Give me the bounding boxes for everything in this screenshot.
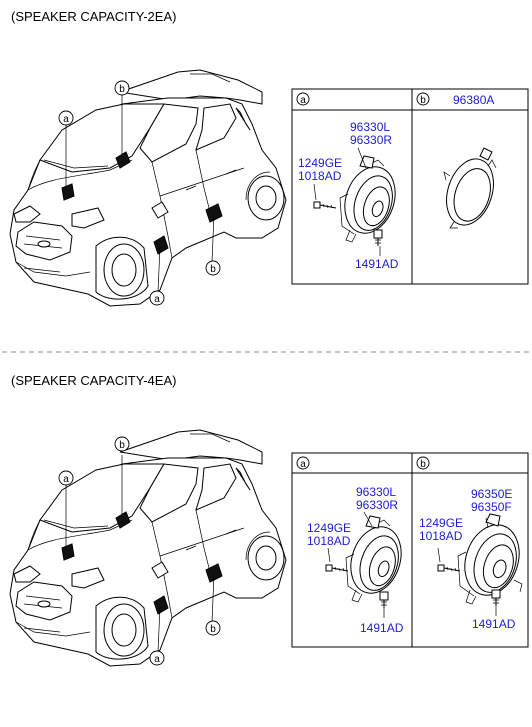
panel-a-key-4ea: a — [296, 456, 310, 470]
bolt-part-number-4ea-a: 1249GE 1018AD — [307, 521, 354, 548]
svg-text:a: a — [63, 474, 69, 485]
clip-part-number-4ea-a: 1491AD — [360, 621, 404, 635]
bolt-part-number-4ea-b: 1249GE 1018AD — [419, 516, 466, 543]
speaker-part-number-2ea: 96330L 96330R — [350, 120, 393, 147]
clip-part-4ea-a — [379, 591, 389, 618]
svg-text:a: a — [300, 459, 306, 470]
panel-a-key-2ea: a — [296, 92, 310, 106]
door-speaker-marker-a — [153, 235, 169, 255]
panel-b-key-2ea: b — [416, 92, 430, 106]
svg-text:a: a — [300, 95, 306, 106]
car-illustration-4ea — [9, 429, 287, 667]
dash-speaker-marker-a — [61, 543, 75, 561]
callout-a-bottom: a — [149, 290, 165, 306]
section-title-2ea: (SPEAKER CAPACITY-2EA) — [11, 9, 176, 24]
svg-text:a: a — [154, 294, 160, 305]
door-speaker-marker-b — [205, 563, 223, 583]
svg-text:a: a — [63, 114, 69, 125]
door-speaker-marker-a — [153, 595, 169, 615]
callout-b-top-4ea: b — [114, 436, 130, 452]
callout-b-top: b — [114, 80, 130, 96]
svg-text:b: b — [119, 84, 125, 95]
cover-part-number: 96380A — [453, 93, 494, 107]
callout-a-top-4ea: a — [58, 470, 74, 486]
speaker-part-number-4ea-b: 96350E 96350F — [471, 487, 516, 514]
svg-text:b: b — [119, 440, 125, 451]
svg-text:b: b — [210, 624, 216, 635]
dash-speaker-marker-b — [115, 511, 131, 529]
clip-part-number-4ea-b: 1491AD — [472, 617, 516, 631]
car-illustration-2ea — [9, 69, 287, 307]
callout-b-side: b — [205, 260, 221, 276]
panel-b-key-4ea: b — [416, 456, 430, 470]
svg-text:b: b — [420, 459, 426, 470]
door-speaker-marker-b — [205, 203, 223, 223]
dash-speaker-marker-a — [61, 183, 75, 201]
section-title-4ea: (SPEAKER CAPACITY-4EA) — [11, 373, 176, 388]
callout-b-side-4ea: b — [205, 620, 221, 636]
svg-text:b: b — [210, 264, 216, 275]
speaker-part-number-4ea-a: 96330L 96330R — [356, 485, 399, 512]
svg-text:b: b — [420, 95, 426, 106]
clip-part-4ea-b — [491, 589, 501, 616]
dash-speaker-marker-b — [115, 151, 131, 169]
callout-a-top: a — [58, 110, 74, 126]
clip-part-number-2ea: 1491AD — [355, 257, 399, 271]
bolt-part-number-2ea: 1249GE 1018AD — [298, 156, 345, 183]
clip-part-2ea — [373, 229, 383, 256]
callout-a-bottom-4ea: a — [149, 650, 165, 666]
svg-text:a: a — [154, 654, 160, 665]
